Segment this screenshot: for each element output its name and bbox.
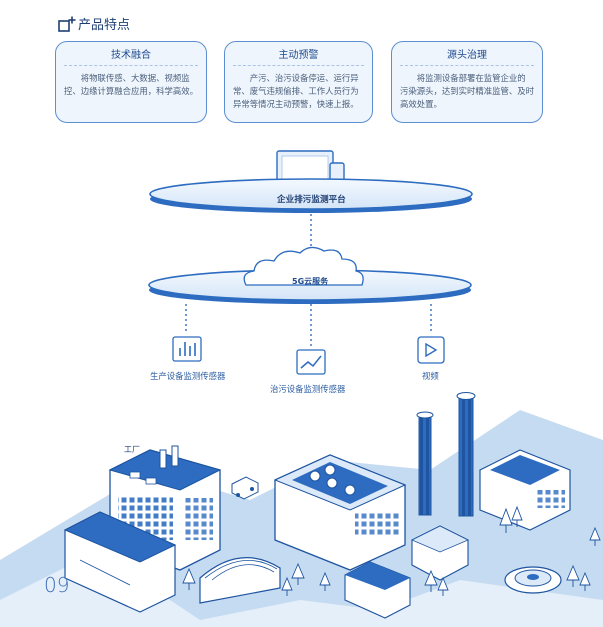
cloud-disc bbox=[148, 246, 472, 304]
round-tank bbox=[504, 566, 562, 594]
feature-card-title: 技术融合 bbox=[64, 46, 198, 66]
factory-right-building bbox=[479, 449, 571, 531]
platform-disc bbox=[149, 178, 473, 213]
section-plus-icon bbox=[58, 16, 76, 32]
small-building-right bbox=[411, 525, 469, 581]
warehouse-left bbox=[63, 511, 177, 613]
feature-card-title: 主动预警 bbox=[233, 46, 364, 66]
quonset-warehouse bbox=[199, 557, 281, 604]
sensor-label-production: 生产设备监测传感器 bbox=[150, 371, 226, 381]
feature-card-tech-fusion: 技术融合 将物联传感、大数据、视频监控、边缘计算融合应用，科学高效。 bbox=[55, 41, 207, 123]
feature-card-active-warning: 主动预警 产污、治污设备停运、运行异常、废气违规偷排、工作人员行为异常等情况主动… bbox=[224, 41, 373, 123]
small-building-center bbox=[344, 561, 411, 619]
cloud-service-label: 5G云服务 bbox=[292, 277, 329, 286]
feature-card-description: 产污、治污设备停运、运行异常、废气违规偷排、工作人员行为异常等情况主动预警，快速… bbox=[233, 73, 359, 109]
sensor-label-video: 视频 bbox=[422, 371, 439, 381]
feature-card-title: 源头治理 bbox=[400, 46, 534, 66]
section-header: 产品特点 bbox=[58, 14, 130, 33]
chimneys bbox=[416, 392, 476, 517]
trees bbox=[182, 505, 601, 596]
feature-card-description: 将监测设备部署在监管企业的污染源头，达到实时精准监管、及时高效处置。 bbox=[400, 73, 534, 109]
factory-center-building bbox=[273, 454, 407, 571]
factory-label: 工厂 bbox=[124, 445, 140, 454]
sensor-label-pollution-control: 治污设备监测传感器 bbox=[270, 384, 346, 394]
section-title: 产品特点 bbox=[78, 18, 131, 33]
bar-chart-icon bbox=[172, 336, 202, 362]
feature-card-source-governance: 源头治理 将监测设备部署在监管企业的污染源头，达到实时精准监管、及时高效处置。 bbox=[391, 41, 543, 123]
feature-card-description: 将物联传感、大数据、视频监控、边缘计算融合应用，科学高效。 bbox=[64, 73, 198, 96]
video-play-icon bbox=[417, 336, 445, 364]
page-number: 09 bbox=[44, 573, 70, 597]
line-chart-icon bbox=[296, 349, 326, 375]
truck-icon bbox=[231, 476, 259, 500]
platform-label: 企业排污监测平台 bbox=[277, 195, 346, 205]
